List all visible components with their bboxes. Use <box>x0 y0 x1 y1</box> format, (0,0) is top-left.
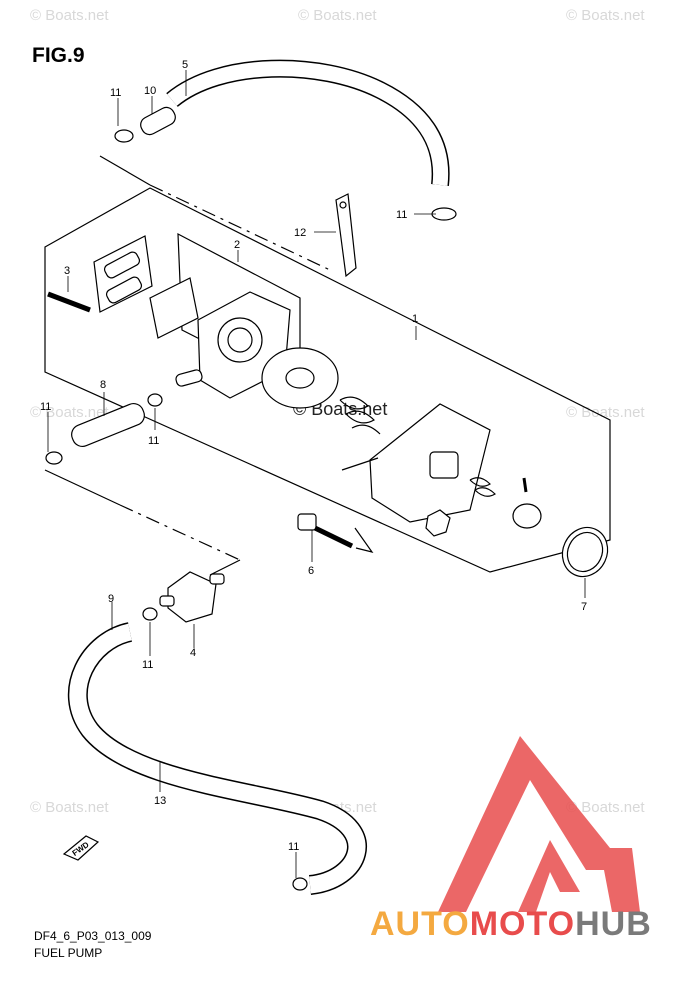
callout-12: 12 <box>294 227 306 239</box>
callout-11-filter: 11 <box>142 659 153 671</box>
o-ring-7-inner <box>566 531 604 573</box>
watermark-top-right: © Boats.net <box>566 7 645 24</box>
callout-11-top: 11 <box>110 87 121 99</box>
callout-1: 1 <box>412 313 418 325</box>
clip-11-bottom <box>292 877 308 891</box>
diaphragm-disc <box>261 347 339 409</box>
o-ring-7 <box>561 526 609 578</box>
watermark-low-left: © Boats.net <box>30 799 109 816</box>
fwd-arrow-icon <box>62 835 100 861</box>
filter-4-outlet <box>209 573 225 585</box>
valve-pin <box>522 477 528 493</box>
gasket-window-b <box>105 276 143 304</box>
nut <box>425 509 451 537</box>
callout-11-bottom: 11 <box>288 841 299 853</box>
diaphragm-gasket <box>149 277 199 339</box>
pump-cover-boss <box>429 451 459 479</box>
pump-body-port-inner <box>227 327 253 353</box>
callout-13: 13 <box>154 795 166 807</box>
clip-11-left <box>45 451 63 465</box>
bracket-upper-dash <box>149 184 331 271</box>
pump-nozzle <box>175 369 203 387</box>
brand-part-auto: AUTO <box>370 905 470 943</box>
callout-8: 8 <box>100 379 106 391</box>
callout-11-right: 11 <box>396 209 407 221</box>
watermark-mid-left: © Boats.net <box>30 404 109 421</box>
callout-9: 9 <box>108 593 114 605</box>
bracket-lower-dash <box>119 504 241 561</box>
strap-12-hole <box>339 201 347 209</box>
clip-11-mid <box>147 393 163 407</box>
brand-part-moto: MOTO <box>469 905 576 943</box>
hose-5-inner <box>167 61 449 186</box>
spring-small <box>469 477 496 497</box>
filter-4 <box>167 571 217 623</box>
strap-12 <box>335 193 357 278</box>
hose-13-inner <box>69 623 366 894</box>
brand-logo-icon <box>438 736 640 912</box>
figure-title: FIG.9 <box>32 44 85 67</box>
screw-3 <box>47 291 91 313</box>
bracket-upper <box>99 155 151 186</box>
filter-4-inlet <box>159 595 175 607</box>
assembly-box-1 <box>44 187 611 573</box>
callout-3: 3 <box>64 265 70 277</box>
watermark-top-left: © Boats.net <box>30 7 109 24</box>
callout-11-mid: 11 <box>148 435 159 447</box>
spring-large <box>339 396 381 435</box>
pump-body-port <box>217 317 263 363</box>
callout-4: 4 <box>190 647 196 659</box>
fitting-10 <box>140 106 176 136</box>
callout-10: 10 <box>144 85 156 97</box>
bolt-6-head <box>297 513 317 531</box>
clip-11-top <box>114 129 134 143</box>
valve-cap <box>512 503 542 529</box>
watermark-top-mid: © Boats.net <box>298 7 377 24</box>
callout-6: 6 <box>308 565 314 577</box>
callout-11-left: 11 <box>40 401 51 413</box>
bracket-lower <box>44 469 121 506</box>
callout-5: 5 <box>182 59 188 71</box>
footer-code: DF4_6_P03_013_009 <box>34 929 152 943</box>
callout-7: 7 <box>581 601 587 613</box>
gasket-window-a <box>103 251 141 279</box>
clip-11-filter <box>142 607 158 621</box>
diaphragm-center <box>285 367 315 389</box>
bolt-6-zigzag <box>354 527 374 553</box>
footer-name: FUEL PUMP <box>34 946 103 960</box>
callout-2: 2 <box>234 239 240 251</box>
brand-part-hub: HUB <box>575 905 652 943</box>
watermark-low-right: © Boats.net <box>566 799 645 816</box>
gasket-plate <box>93 235 153 313</box>
cover-stem <box>341 457 379 471</box>
bolt-6-shank <box>313 525 354 549</box>
brand-wordmark: AUTOMOTOHUB <box>370 905 652 944</box>
bracket-lower-end <box>209 559 241 576</box>
